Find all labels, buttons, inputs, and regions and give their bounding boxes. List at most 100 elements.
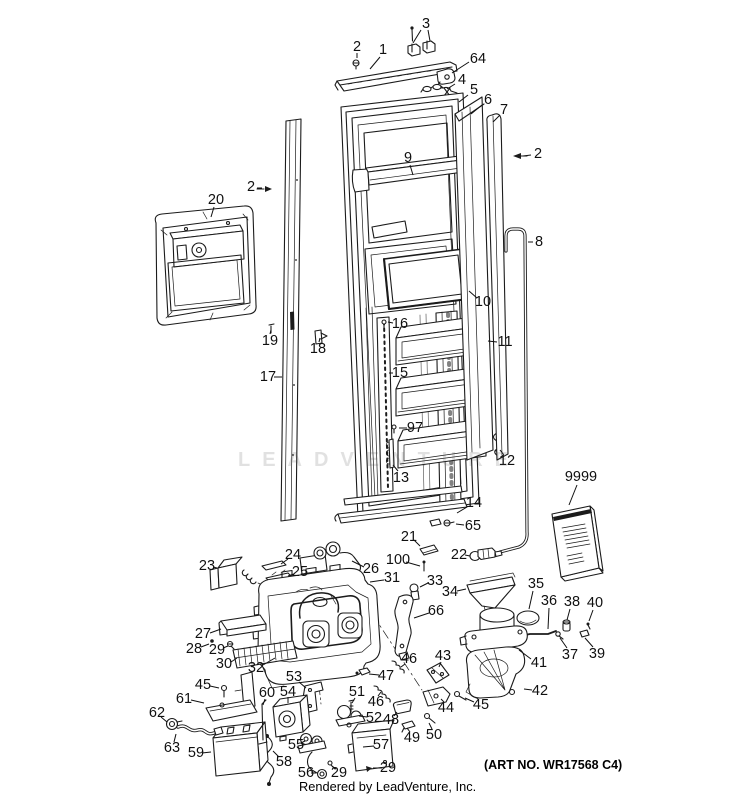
leader-line [209, 685, 220, 689]
leader-line [528, 590, 534, 610]
callout-14: 14 [466, 495, 482, 511]
leader-line [413, 539, 421, 547]
leader-line [499, 449, 505, 456]
leader-line [351, 560, 365, 568]
callout-4: 4 [458, 72, 466, 88]
callout-45: 45 [473, 697, 489, 713]
leader-line [393, 711, 398, 717]
callout-97: 97 [407, 420, 423, 436]
leader-line [368, 673, 380, 676]
callout-63: 63 [164, 740, 180, 756]
callout-55: 55 [288, 737, 304, 753]
leader-line [212, 566, 218, 569]
leader-line [377, 691, 382, 697]
leader-line [387, 321, 394, 324]
callout-33: 33 [427, 573, 443, 589]
leader-line [412, 29, 422, 44]
callout-47: 47 [378, 668, 394, 684]
callout-45: 45 [195, 677, 211, 693]
callout-18: 18 [310, 341, 326, 357]
callout-9999: 9999 [565, 469, 597, 485]
callout-66: 66 [428, 603, 444, 619]
screw-icon [391, 424, 397, 430]
leader-line [405, 561, 421, 567]
callout-34: 34 [442, 584, 458, 600]
door-handle-art [351, 153, 484, 193]
leader-line [369, 579, 385, 583]
callout-100: 100 [386, 552, 410, 568]
callout-1: 1 [379, 42, 387, 58]
leader-line [298, 681, 307, 689]
leader-line [318, 337, 321, 343]
callout-59: 59 [188, 745, 204, 761]
callout-56: 56 [298, 765, 314, 781]
callout-32: 32 [248, 660, 264, 676]
leader-line [413, 612, 430, 619]
callout-5: 5 [470, 82, 478, 98]
callout-22: 22 [451, 547, 467, 563]
callout-13: 13 [393, 470, 409, 486]
callout-20: 20 [208, 192, 224, 208]
callout-52: 52 [366, 710, 382, 726]
leader-line [351, 697, 356, 704]
screw-icon [381, 319, 387, 325]
callout-48: 48 [383, 712, 399, 728]
callout-3: 3 [422, 16, 430, 32]
callout-19: 19 [262, 333, 278, 349]
callout-2: 2 [353, 39, 361, 55]
callout-62: 62 [149, 705, 165, 721]
leader-line [200, 643, 210, 648]
leader-line [547, 607, 550, 630]
leader-line [190, 699, 205, 704]
callout-38: 38 [564, 594, 580, 610]
callout-26: 26 [363, 561, 379, 577]
leader-line [272, 750, 280, 758]
callout-51: 51 [349, 684, 365, 700]
callout-23: 23 [199, 558, 215, 574]
callout-60: 60 [259, 685, 275, 701]
callout-57: 57 [373, 737, 389, 753]
callout-61: 61 [176, 691, 192, 707]
leader-line [280, 558, 289, 565]
leader-line [440, 698, 445, 703]
callout-10: 10 [475, 294, 491, 310]
callout-29: 29 [380, 760, 396, 776]
callout-44: 44 [438, 700, 454, 716]
leader-line [518, 649, 532, 660]
leader-line [400, 663, 406, 668]
leader-line [588, 609, 594, 622]
leader-line [487, 340, 498, 343]
leader-line [300, 740, 306, 744]
callout-25: 25 [292, 564, 308, 580]
leader-line [358, 715, 368, 718]
callout-42: 42 [532, 683, 548, 699]
callout-40: 40 [587, 595, 603, 611]
dispenser-panel-art [154, 205, 257, 326]
leader-line [210, 206, 215, 218]
leader-line [451, 61, 470, 74]
callout-15: 15 [392, 365, 408, 381]
leader-line [419, 582, 429, 588]
callout-39: 39 [589, 646, 605, 662]
callout-21: 21 [401, 529, 417, 545]
gasket-art [280, 118, 302, 522]
leader-line [468, 290, 478, 299]
leader-line [568, 484, 578, 506]
callout-58: 58 [276, 754, 292, 770]
callout-9: 9 [404, 150, 412, 166]
leader-line [523, 688, 533, 691]
leader-line [369, 56, 381, 70]
leader-line [455, 523, 465, 526]
leader-line [522, 154, 532, 157]
callout-64: 64 [470, 51, 486, 67]
leader-line [428, 722, 433, 730]
leader-line [427, 29, 431, 42]
callout-46: 46 [401, 651, 417, 667]
leader-line [470, 104, 483, 115]
callout-37: 37 [562, 647, 578, 663]
leader-line [584, 637, 594, 648]
callout-8: 8 [535, 234, 543, 250]
